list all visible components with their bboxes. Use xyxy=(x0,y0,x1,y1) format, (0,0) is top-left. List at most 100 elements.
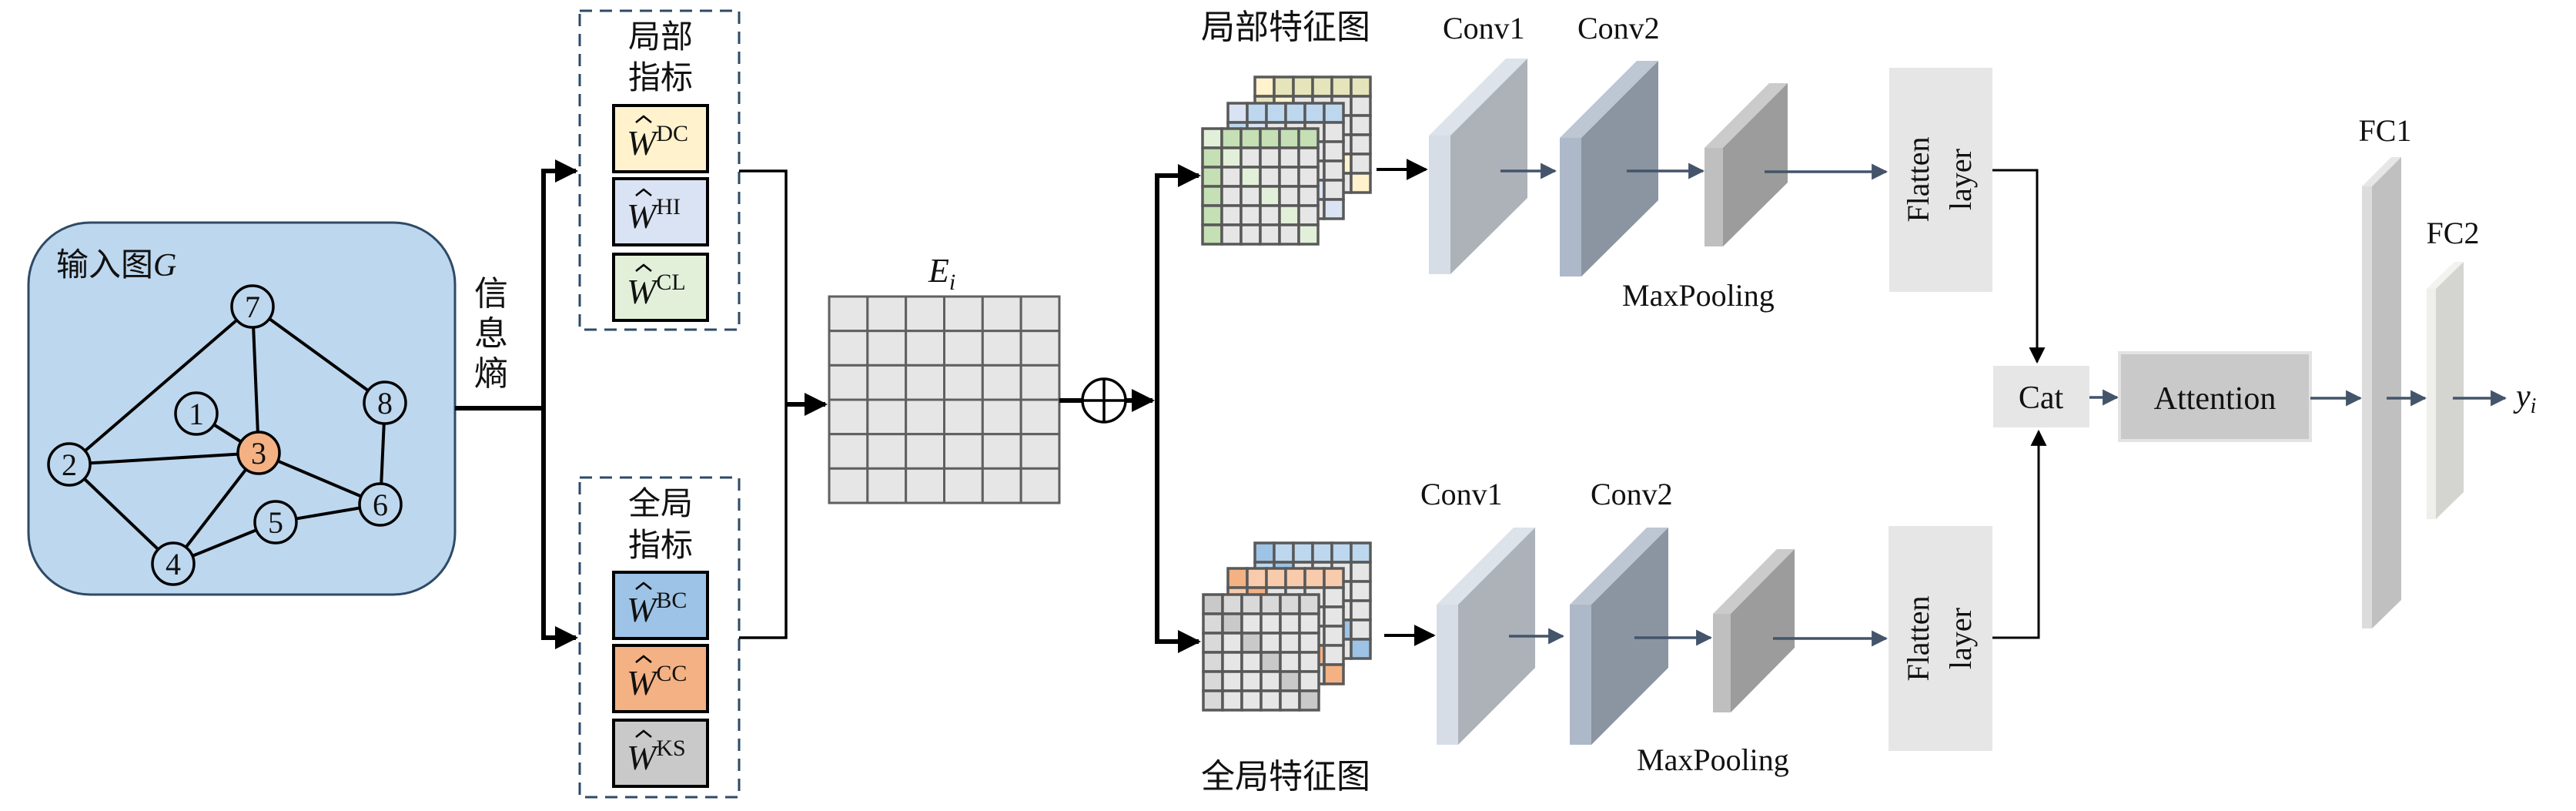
embedding-cell xyxy=(866,433,908,470)
embedding-cell xyxy=(866,330,908,367)
local-pool-label: MaxPooling xyxy=(1622,278,1775,313)
svg-text:WBC: WBC xyxy=(627,588,687,629)
global-feature-maps xyxy=(1202,541,1372,712)
graph-node-7: 7 xyxy=(230,284,275,329)
global-metrics-title-line1: 全局 xyxy=(628,484,693,522)
local-feature-maps xyxy=(1201,75,1372,246)
global-flatten-layer: Flatten layer xyxy=(1889,526,1992,751)
local-maxpool-layer xyxy=(1705,83,1788,246)
graph-node-5: 5 xyxy=(253,500,298,545)
svg-text:WCL: WCL xyxy=(627,270,686,311)
attention-box xyxy=(2118,351,2312,442)
embedding-cell xyxy=(981,330,1022,367)
embedding-cell xyxy=(866,295,908,333)
graph-edge-2-3 xyxy=(69,451,259,466)
head: Cat Attention FC1 FC2 yi xyxy=(1993,113,2536,628)
embedding-cell xyxy=(943,398,984,436)
graph-node-3: 3 xyxy=(236,431,281,475)
embedding-cell xyxy=(943,467,984,504)
global-metrics-title-line2: 指标 xyxy=(628,526,693,564)
embedding-matrix: Ei xyxy=(828,252,1061,504)
graph-node-label: 3 xyxy=(251,436,266,471)
embedding-cell xyxy=(828,364,869,401)
entropy-label: 信 息 熵 xyxy=(474,274,508,394)
embedding-cell xyxy=(905,433,945,470)
entropy-char-3: 熵 xyxy=(474,354,508,394)
global-pool-label: MaxPooling xyxy=(1637,742,1789,777)
embedding-cell xyxy=(981,398,1022,436)
embedding-cell xyxy=(828,330,869,367)
merge-connectors xyxy=(739,169,828,639)
global-flatten-label-line2: layer xyxy=(1943,608,1978,669)
embedding-cell xyxy=(905,398,945,436)
graph-edge-2-4 xyxy=(68,463,175,565)
input-graph-title: 输入图G xyxy=(56,246,176,283)
embedding-cell xyxy=(1019,398,1061,436)
embedding-cell xyxy=(943,330,984,367)
hat-accent-icon xyxy=(635,729,652,738)
embedding-cell xyxy=(828,433,869,470)
graph-node-label: 7 xyxy=(245,290,260,324)
global-metrics-group: 全局 指标 WBC WCC WKS xyxy=(578,476,741,799)
local-metric-cl: WCL xyxy=(612,253,709,322)
svg-text:WDC: WDC xyxy=(627,121,688,163)
embedding-cell xyxy=(905,364,945,401)
entropy-char-1: 信 xyxy=(474,274,508,313)
global-metric-bc: WBC xyxy=(612,571,709,640)
embedding-cell xyxy=(905,295,945,333)
graph-node-label: 1 xyxy=(189,397,204,431)
embedding-cell xyxy=(905,467,945,504)
combine-operator xyxy=(1059,164,1201,653)
local-to-cat-line xyxy=(1992,169,2046,364)
graph-nodes: 1 2 3 4 5 6 7 8 xyxy=(47,284,407,586)
graph-node-label: 8 xyxy=(377,386,393,421)
attention-label: Attention xyxy=(2154,381,2277,417)
graph-node-label: 4 xyxy=(166,547,181,581)
fc1-label: FC1 xyxy=(2359,113,2412,148)
local-flatten-label-line1: Flatten xyxy=(1901,136,1935,222)
embedding-cell xyxy=(943,364,984,401)
hat-accent-icon xyxy=(635,263,652,272)
global-branch: 全局特征图 Conv1 Conv2 MaxPooling Flatten lay… xyxy=(1201,429,2047,796)
split-connectors xyxy=(455,159,578,649)
graph-node-6: 6 xyxy=(358,482,403,527)
local-metric-hi: WHI xyxy=(612,177,709,246)
graph-edge-3-4 xyxy=(172,451,260,565)
global-maxpool-layer xyxy=(1713,549,1795,712)
local-feature-layer-3 xyxy=(1201,127,1320,246)
svg-text:WKS: WKS xyxy=(627,736,686,777)
local-conv2-layer xyxy=(1560,61,1658,276)
graph-node-label: 5 xyxy=(268,505,283,540)
global-conv1-layer xyxy=(1437,528,1535,745)
local-flatten-label-line2: layer xyxy=(1943,149,1978,210)
embedding-cell xyxy=(1019,330,1061,367)
global-flatten-label-line1: Flatten xyxy=(1901,595,1935,681)
graph-node-4: 4 xyxy=(151,541,196,586)
embedding-cell xyxy=(943,295,984,333)
global-conv2-label: Conv2 xyxy=(1591,477,1673,511)
embedding-cell xyxy=(981,433,1022,470)
arrow-to-local-metrics xyxy=(541,159,578,408)
global-feature-layer-3 xyxy=(1202,593,1320,712)
graph-edge-7-3 xyxy=(251,306,260,454)
local-branch: 局部特征图 Conv1 Conv2 MaxPooling Flatten lay… xyxy=(1201,8,2046,364)
global-metric-cc: WCC xyxy=(612,644,709,713)
graph-node-label: 2 xyxy=(62,447,77,482)
embedding-cell xyxy=(866,467,908,504)
hat-accent-icon xyxy=(635,188,652,196)
local-conv1-layer xyxy=(1429,59,1527,274)
cat-box xyxy=(1993,366,2089,427)
local-metrics-title-line2: 指标 xyxy=(628,59,693,96)
graph-edge-7-2 xyxy=(68,305,254,466)
embedding-cell xyxy=(943,433,984,470)
hat-accent-icon xyxy=(635,655,652,663)
graph-edge-7-8 xyxy=(251,305,386,404)
embedding-cell xyxy=(1019,433,1061,470)
svg-text:WCC: WCC xyxy=(627,661,687,702)
embedding-cell xyxy=(1019,364,1061,401)
embedding-cell xyxy=(981,467,1022,504)
global-metric-ks: WKS xyxy=(612,719,709,788)
graph-node-2: 2 xyxy=(47,442,92,487)
